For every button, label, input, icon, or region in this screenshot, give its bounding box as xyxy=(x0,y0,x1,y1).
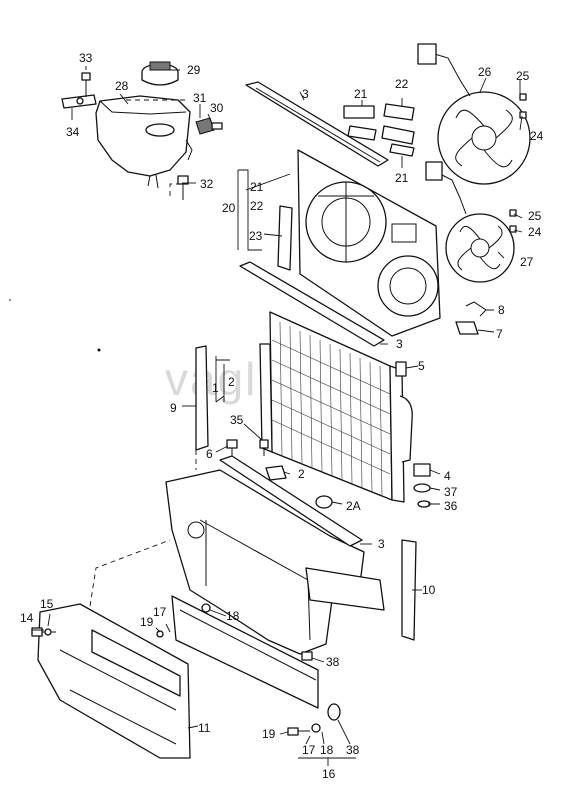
callout-30: 30 xyxy=(210,101,224,115)
callout-15: 15 xyxy=(40,597,54,611)
callout-5: 5 xyxy=(418,359,425,373)
fan-icon xyxy=(425,161,515,283)
callout-21-lower: 21 xyxy=(395,171,409,185)
callout-labels: 33 28 29 31 30 34 32 3 21 22 21 26 25 24… xyxy=(20,51,544,781)
connector-clip xyxy=(455,321,479,335)
callout-29: 29 xyxy=(187,63,201,77)
radiator-mounts xyxy=(395,361,431,508)
callout-1: 1 xyxy=(212,381,219,395)
callout-32: 32 xyxy=(200,177,214,191)
callout-24-lower: 24 xyxy=(528,225,542,239)
callout-19-bottom: 19 xyxy=(262,727,276,741)
callout-18-left: 18 xyxy=(226,609,240,623)
callout-2-mid: 2 xyxy=(228,375,235,389)
callout-10: 10 xyxy=(422,583,436,597)
rubber-grommet xyxy=(265,465,287,481)
callout-25-top: 25 xyxy=(516,69,530,83)
callout-8: 8 xyxy=(498,303,505,317)
stray-mark xyxy=(9,299,11,301)
air-guide-strip-middle xyxy=(239,261,385,347)
callout-16: 16 xyxy=(322,767,336,781)
callout-38-right: 38 xyxy=(326,655,340,669)
callout-19-left: 19 xyxy=(140,615,154,629)
callout-2-lower: 2 xyxy=(298,467,305,481)
callout-34: 34 xyxy=(66,125,80,139)
callout-11: 11 xyxy=(198,721,211,735)
callout-28: 28 xyxy=(115,79,129,93)
callout-33: 33 xyxy=(79,51,93,65)
callout-4: 4 xyxy=(444,469,451,483)
clip-2a xyxy=(315,495,333,509)
fan-icon xyxy=(417,43,531,185)
reservoir-bolt xyxy=(177,175,189,200)
callout-24-top: 24 xyxy=(530,129,544,143)
dashed-guides xyxy=(89,99,197,607)
fan-shroud xyxy=(297,149,441,337)
callout-22-mid: 22 xyxy=(250,199,264,213)
coolant-reservoir xyxy=(95,95,193,189)
callout-17-bottom: 17 xyxy=(302,743,316,757)
reservoir-cap xyxy=(141,61,179,86)
callout-21-top: 21 xyxy=(354,87,368,101)
callout-3-top: 3 xyxy=(302,87,309,101)
callout-14: 14 xyxy=(20,611,34,625)
callout-3-lower: 3 xyxy=(378,537,385,551)
callout-18-bottom: 18 xyxy=(320,743,334,757)
side-air-guide-left xyxy=(195,345,209,451)
bolt-icon xyxy=(31,627,56,637)
callout-6: 6 xyxy=(206,447,213,461)
radiator-icon xyxy=(259,311,413,503)
callout-2A: 2A xyxy=(346,499,361,513)
reservoir-bracket xyxy=(61,94,97,109)
leader-lines xyxy=(32,66,523,766)
callout-26: 26 xyxy=(478,65,492,79)
callout-22-top: 22 xyxy=(395,77,409,91)
callout-25-lower: 25 xyxy=(528,209,542,223)
foam-pads xyxy=(343,103,415,157)
callout-7: 7 xyxy=(496,327,503,341)
stray-mark xyxy=(97,348,101,352)
callout-9: 9 xyxy=(170,401,177,415)
shroud-seal-strip xyxy=(277,205,293,271)
bolt-icon xyxy=(81,72,91,97)
fan-bolts xyxy=(509,93,527,233)
callout-31: 31 xyxy=(193,91,207,105)
callout-21-mid: 21 xyxy=(250,180,264,194)
bolt-icon xyxy=(259,439,269,456)
bumper-reinforcement xyxy=(37,603,191,759)
callout-37: 37 xyxy=(444,485,458,499)
bolt-icon xyxy=(287,703,341,736)
callout-35: 35 xyxy=(230,413,244,427)
callout-36: 36 xyxy=(444,499,458,513)
lock-carrier xyxy=(165,455,385,655)
air-guide-strip-upper xyxy=(245,81,389,167)
callout-3-mid: 3 xyxy=(396,337,403,351)
callout-27: 27 xyxy=(520,255,534,269)
callout-23: 23 xyxy=(249,229,263,243)
wire-clip xyxy=(465,301,487,317)
callout-17-left: 17 xyxy=(153,605,167,619)
washer-nut xyxy=(156,603,313,661)
lower-crossmember xyxy=(171,595,319,709)
side-air-guide-right xyxy=(401,539,417,641)
hose-clip xyxy=(195,117,223,135)
callout-20: 20 xyxy=(222,201,236,215)
callout-38-bottom: 38 xyxy=(346,743,360,757)
